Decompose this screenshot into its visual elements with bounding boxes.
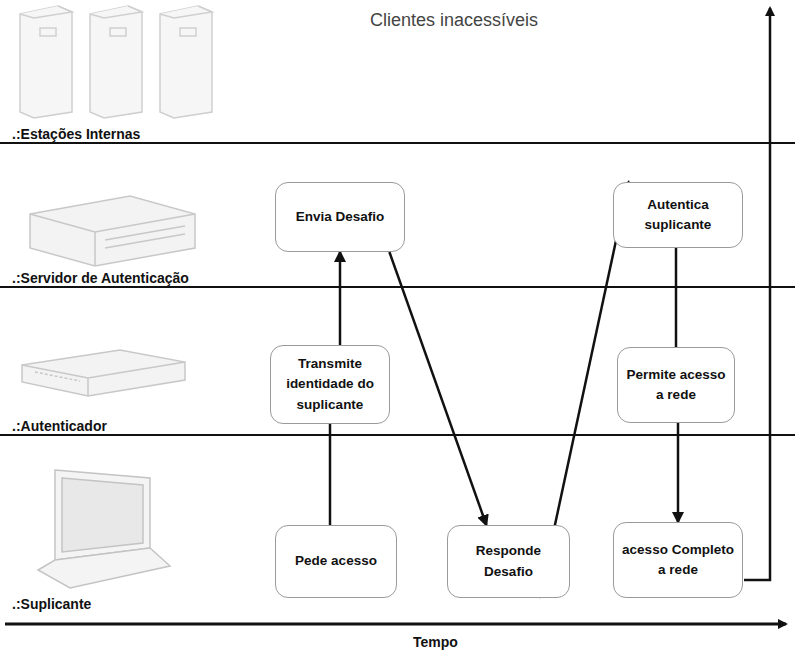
box-text: Envia Desafio — [296, 207, 385, 227]
box-text: Pede acesso — [295, 551, 377, 571]
row-line — [0, 142, 795, 144]
access-arrow — [744, 8, 770, 580]
box-text: Autentica suplicante — [622, 195, 734, 236]
process-box: acesso Completo a rede — [613, 522, 743, 598]
flow-arrow — [329, 424, 332, 525]
switch-icon — [22, 350, 185, 396]
auth-server-icon — [30, 196, 195, 266]
box-text: acesso Completo a rede — [622, 540, 734, 581]
row-label: .:Estações Internas — [12, 126, 140, 142]
process-box: Permite acesso a rede — [617, 347, 735, 423]
row-label: .:Autenticador — [12, 418, 107, 434]
flow-arrow — [675, 248, 678, 347]
row-line — [0, 434, 795, 436]
row-label: .:Suplicante — [12, 596, 91, 612]
row-label: .:Servidor de Autenticação — [12, 270, 189, 286]
process-box: Pede acesso — [275, 525, 397, 598]
note-label: Clientes inacessíveis — [370, 10, 538, 31]
flow-arrow — [339, 252, 342, 345]
process-box: Autentica suplicante — [613, 182, 743, 248]
laptop-icon — [38, 470, 170, 588]
time-arrow — [5, 623, 786, 626]
box-text: Permite acesso a rede — [626, 365, 726, 406]
process-box: Transmite identidade do suplicante — [270, 345, 390, 424]
box-text: Responde Desafio — [456, 541, 561, 582]
axis-label: Tempo — [413, 634, 458, 650]
flow-arrow — [389, 252, 486, 525]
process-box: Responde Desafio — [447, 525, 570, 598]
server-icons — [20, 6, 212, 118]
process-box: Envia Desafio — [275, 182, 405, 252]
flow-arrow — [677, 423, 680, 522]
box-text: Transmite identidade do suplicante — [279, 354, 381, 415]
